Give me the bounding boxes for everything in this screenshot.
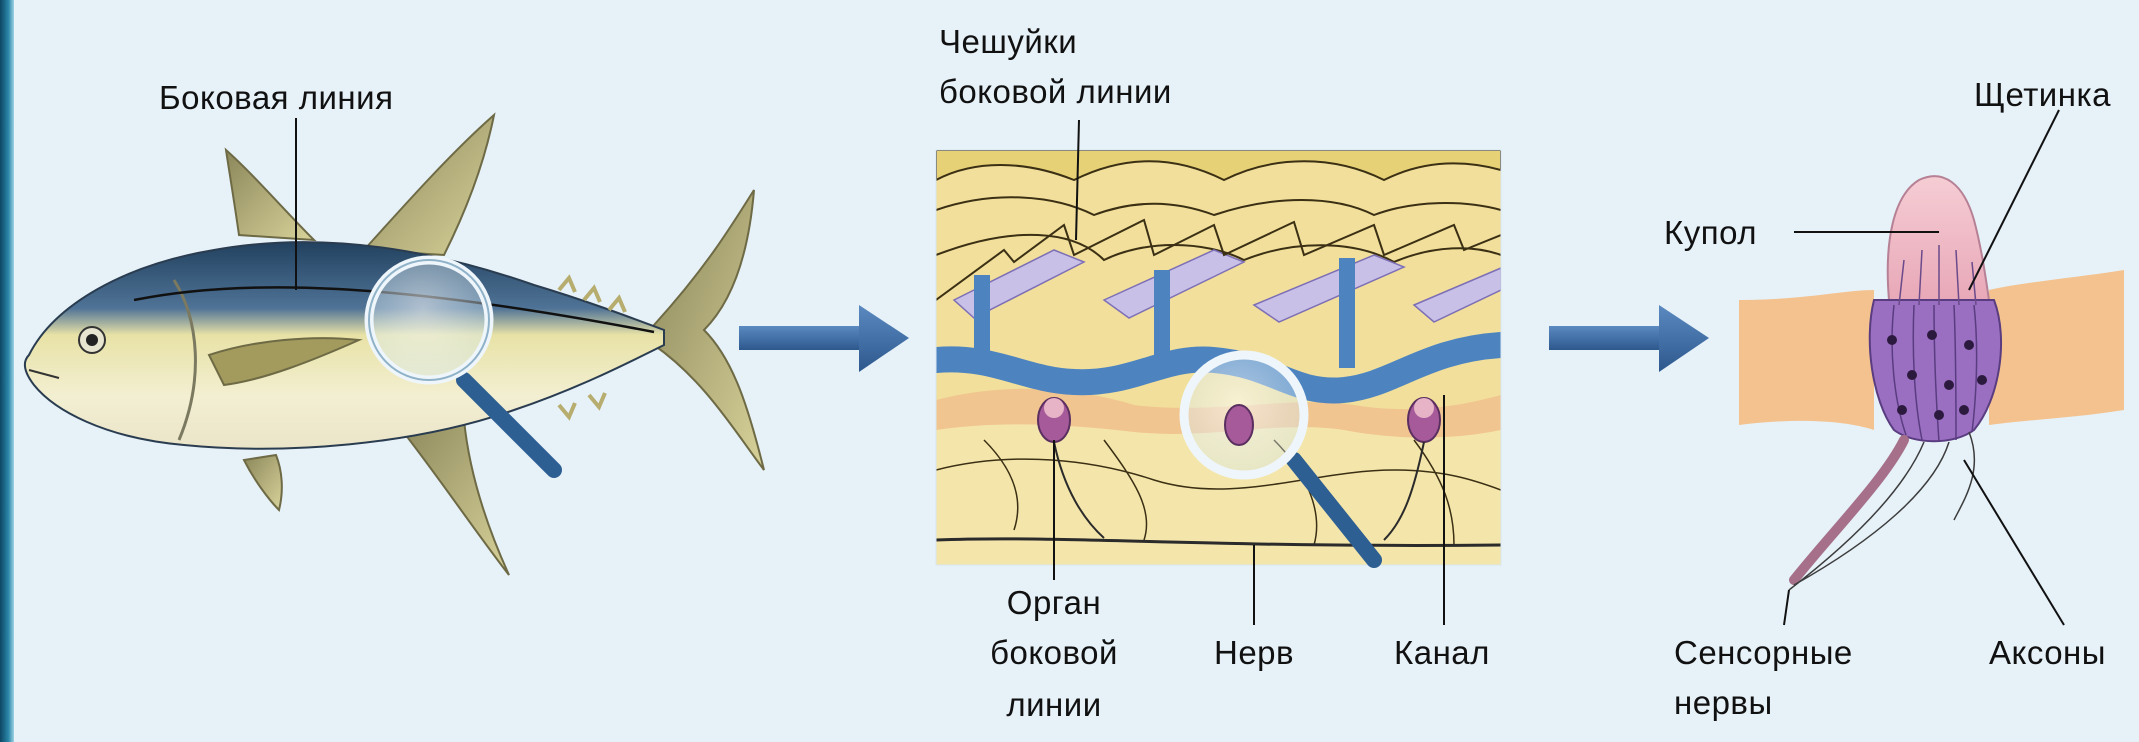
label-axons: Аксоны: [1989, 633, 2106, 673]
first-dorsal-fin: [226, 150, 314, 240]
label-bristle: Щетинка: [1974, 75, 2111, 115]
bristle-pointer: [1969, 110, 2059, 290]
sensory-pointer: [1784, 590, 1789, 625]
label-sensory-line2: нервы: [1674, 683, 1773, 723]
canal-pore: [974, 275, 990, 360]
label-organ-line2: боковой: [979, 633, 1129, 673]
sensory-nerve-bundle: [1794, 440, 1904, 580]
label-scales-line1: Чешуйки: [939, 22, 1077, 62]
label-scales-line2: боковой линии: [939, 72, 1172, 112]
label-sensory-line1: Сенсорные: [1674, 633, 1853, 673]
lateral-line-cross-section: [936, 120, 1501, 625]
tuna-fish: [25, 115, 764, 575]
second-dorsal-fin: [364, 115, 494, 255]
arrow-2: [1549, 305, 1709, 372]
label-lateral-line: Боковая линия: [159, 78, 393, 118]
neuromast-detail: [1739, 110, 2124, 625]
anal-fin: [394, 420, 509, 575]
axons-pointer: [1964, 460, 2064, 625]
label-nerve: Нерв: [1214, 633, 1294, 673]
pelvic-fin: [244, 455, 282, 510]
arrow-1: [739, 305, 909, 372]
slide-edge: [0, 0, 14, 742]
label-organ-line1: Орган: [979, 583, 1129, 623]
tissue-left: [1739, 290, 1874, 430]
axons-lines: [1789, 432, 1974, 590]
lateral-line-diagram: Боковая линия Чешуйки боковой линии Щети…: [14, 0, 2139, 742]
label-dome: Купол: [1664, 213, 1757, 253]
label-canal: Канал: [1394, 633, 1490, 673]
label-organ-line3: линии: [979, 685, 1129, 725]
tissue-right: [1989, 270, 2124, 425]
